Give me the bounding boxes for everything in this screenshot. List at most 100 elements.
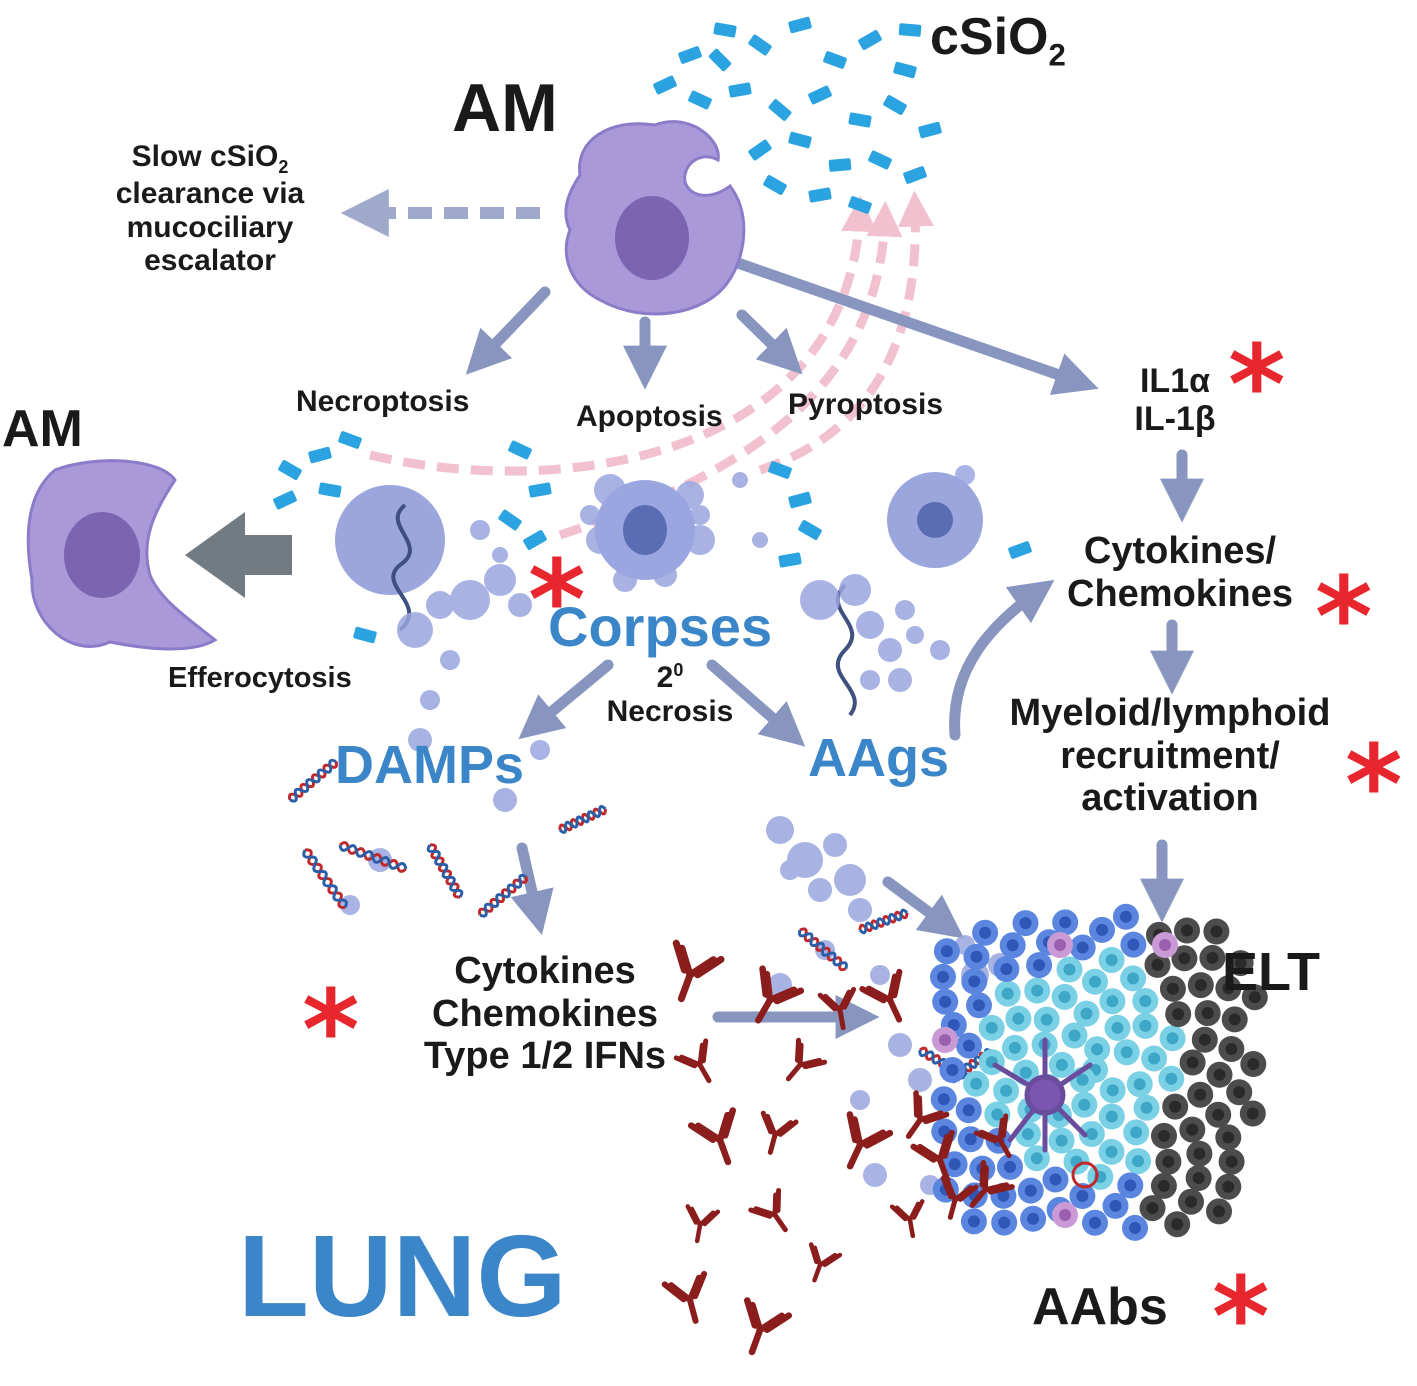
lymphoid-cell: [1073, 1000, 1100, 1027]
pyroptotic-nucleus: [917, 502, 953, 538]
lymphoid-cell: [993, 1077, 1020, 1104]
antibody: [661, 1270, 708, 1324]
antibody: [673, 1038, 712, 1084]
antibody: [905, 1090, 950, 1139]
silica-crystal: [273, 490, 297, 510]
silica-crystal: [678, 46, 702, 64]
lymphoid-cell: [1098, 1138, 1125, 1165]
pink-cell: [932, 1027, 958, 1053]
lymphoid-cell: [1005, 1005, 1032, 1032]
apoptotic-body: [580, 505, 600, 525]
apoptosis-label: Apoptosis: [576, 400, 723, 433]
lymphoid-cell: [1139, 1195, 1166, 1222]
antibody: [743, 1297, 793, 1356]
apoptotic-body: [732, 472, 748, 488]
apoptotic-body: [408, 728, 432, 752]
lymphoid-cell: [1215, 975, 1242, 1002]
silica-crystal: [318, 482, 342, 498]
asterisk-bottom-cytokines: *: [302, 966, 360, 1094]
lymphoid-cell: [1069, 1183, 1096, 1209]
silica-crystal: [528, 482, 552, 498]
lymphoid-cell: [1126, 1071, 1153, 1098]
lymphoid-cell: [1141, 1045, 1168, 1072]
lymphoid-cell: [1078, 1121, 1105, 1147]
lymphoid-cell: [972, 919, 999, 946]
antibody: [940, 1175, 979, 1220]
aabs-label: AAbs: [1032, 1278, 1168, 1336]
macrophage-nucleus: [64, 512, 140, 598]
silica-crystal: [903, 166, 927, 184]
silica-crystal: [798, 520, 822, 540]
silica-crystal: [278, 460, 302, 480]
arrow-damps-cytokines: [510, 842, 554, 936]
lymphoid-cell: [1048, 1127, 1075, 1154]
arrow-aags-cytokines: [949, 579, 1055, 741]
apoptotic-body: [908, 1068, 932, 1092]
lymphoid-cell: [1098, 1103, 1125, 1130]
aags-label: AAgs: [808, 728, 950, 788]
lung-label: LUNG: [238, 1211, 567, 1341]
apoptotic-body: [856, 611, 884, 639]
lymphoid-cell: [1165, 1001, 1192, 1028]
antibody: [817, 986, 857, 1031]
lymphoid-cell: [1071, 1091, 1098, 1118]
silica-crystal: [918, 121, 942, 139]
apoptotic-body: [888, 1033, 912, 1057]
apoptotic-body: [955, 465, 975, 485]
silica-crystal: [898, 23, 922, 37]
dna-strand: [302, 848, 348, 909]
apoptotic-bodies: [340, 465, 1012, 1195]
antibody: [687, 1107, 737, 1166]
apoptotic-body: [676, 481, 704, 509]
pink-dashed-arrow-1: [368, 195, 878, 476]
apoptotic-body: [594, 474, 626, 506]
apoptotic-body: [878, 638, 902, 662]
lymphoid-cell: [991, 1209, 1018, 1236]
lymphoid-cell: [1020, 1205, 1047, 1232]
lymphoid-cell: [1205, 1101, 1232, 1128]
apoptotic-body: [508, 593, 532, 617]
arrow-am-il1: [729, 256, 1099, 396]
antibody: [910, 1129, 955, 1184]
lymphoid-cell: [1052, 909, 1079, 936]
lymphoid-cell: [1206, 1061, 1233, 1088]
apoptotic-body: [860, 670, 880, 690]
silica-crystal: [1008, 541, 1032, 559]
lymphoid-cell: [999, 932, 1026, 959]
antibody: [748, 1188, 788, 1233]
lymphoid-cell: [1113, 1039, 1140, 1066]
lymphoid-cell: [1185, 1165, 1212, 1191]
elt-label: ELT: [1222, 942, 1320, 1002]
am-left-label: AM: [2, 400, 83, 458]
asterisk-il1: *: [1228, 321, 1286, 449]
apoptotic-body: [930, 640, 950, 660]
lymphoid-cell: [1186, 1140, 1213, 1167]
antibody: [672, 939, 725, 1003]
lymphoid-cell: [1226, 1079, 1253, 1106]
apoptotic-body: [450, 580, 490, 620]
apoptotic-body: [484, 564, 516, 596]
silica-crystal: [808, 85, 832, 105]
corpses-label: Corpses: [548, 595, 773, 658]
lymphoid-cell: [1012, 910, 1039, 937]
silica-crystal: [858, 30, 882, 50]
lymphoid-cell: [1151, 1122, 1177, 1149]
silica-crystal: [713, 22, 737, 38]
red-ring-cell: [1071, 1161, 1099, 1189]
apoptotic-body: [906, 626, 924, 644]
silica-particles: [273, 16, 1032, 644]
necroptotic-dna: [391, 503, 412, 632]
lymphoid-cell: [939, 1057, 966, 1083]
apoptotic-body: [839, 574, 871, 606]
antibody: [785, 1037, 828, 1082]
lymphoid-cell: [1179, 1116, 1206, 1143]
dna-strand: [798, 927, 848, 972]
lymphoid-cell: [1171, 945, 1198, 972]
lymphoid-cell: [1122, 1214, 1148, 1241]
pink-cell: [1152, 932, 1178, 958]
alveolar-macrophage-left: [26, 459, 218, 651]
silica-crystal: [828, 158, 852, 172]
asterisk-right-cytokines: *: [1315, 553, 1373, 681]
lymphoid-cell: [1218, 1036, 1245, 1062]
silica-crystal: [848, 112, 872, 128]
